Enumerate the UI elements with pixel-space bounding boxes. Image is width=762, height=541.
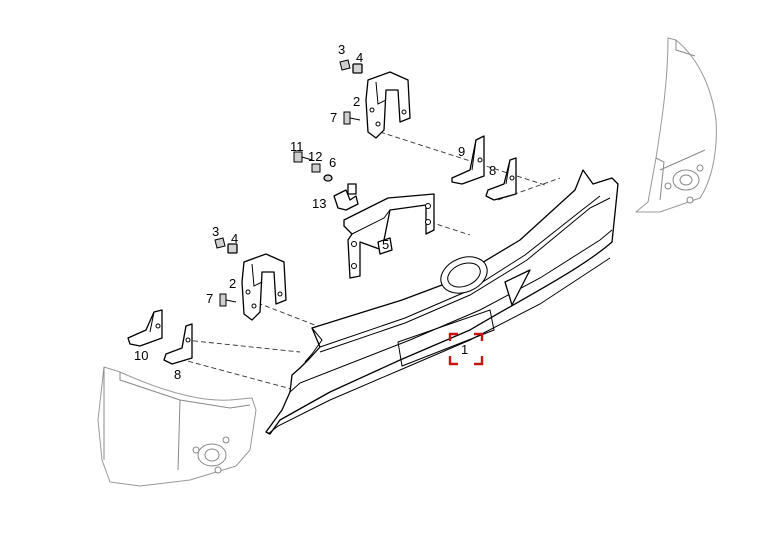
lower-bracket-part-2 (241, 253, 287, 321)
label-part-8-right: 8 (489, 163, 496, 178)
bracket-part-8-left (163, 323, 193, 365)
label-part-6: 6 (329, 155, 336, 170)
label-part-5: 5 (382, 237, 389, 252)
bolt-part-7-upper (343, 111, 361, 125)
bumper-main-body (265, 169, 619, 435)
label-part-4-lower: 4 (231, 231, 238, 246)
label-part-7-upper: 7 (330, 110, 337, 125)
label-part-3-upper: 3 (338, 42, 345, 57)
clip-part-13 (333, 183, 359, 211)
bolt-part-7-lower (219, 293, 237, 307)
washer-part-4-lower (227, 243, 238, 254)
left-corner-cap (97, 366, 257, 487)
large-center-bracket (343, 193, 435, 279)
label-part-11: 11 (290, 139, 304, 154)
callout-labels: 1 2 2 3 3 4 4 5 6 7 7 8 8 9 10 11 12 13 (134, 42, 496, 382)
label-part-9: 9 (458, 144, 465, 159)
bracket-part-8-right (485, 157, 517, 201)
label-part-4-upper: 4 (356, 50, 363, 65)
bracket-part-9 (451, 135, 485, 185)
bracket-part-10 (127, 309, 163, 347)
nut-part-12 (311, 163, 321, 173)
label-part-7-lower: 7 (206, 291, 213, 306)
label-part-1: 1 (461, 342, 468, 357)
label-part-2-lower: 2 (229, 276, 236, 291)
label-part-3-lower: 3 (212, 224, 219, 239)
right-end-panel (635, 37, 717, 213)
upper-bracket-part-2 (365, 71, 411, 139)
nut-part-3-lower (214, 237, 226, 249)
label-part-2-upper: 2 (353, 94, 360, 109)
nut-part-3-upper (339, 59, 351, 71)
selected-part-marker (448, 332, 484, 366)
label-part-13: 13 (312, 196, 326, 211)
washer-part-4-upper (352, 63, 363, 74)
label-part-12: 12 (308, 149, 322, 164)
label-part-8-left: 8 (174, 367, 181, 382)
washer-part-6 (323, 174, 333, 182)
bolt-part-11 (293, 151, 313, 163)
label-part-10: 10 (134, 348, 148, 363)
